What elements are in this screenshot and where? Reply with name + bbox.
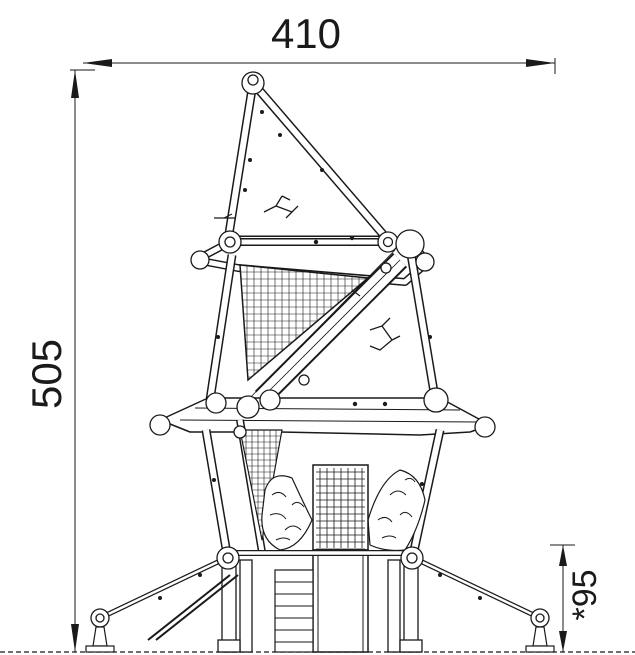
middle-frame-legs xyxy=(205,247,440,409)
bolts xyxy=(158,110,482,600)
height-dimension: 505 xyxy=(23,69,95,652)
height-label: 505 xyxy=(23,339,70,409)
support-posts xyxy=(217,559,423,653)
platform-height-dimension: *95 xyxy=(550,544,604,652)
ladder-tower xyxy=(274,464,369,653)
connector-balls xyxy=(149,71,496,570)
width-dimension: 410 xyxy=(83,10,556,74)
climbing-grip-icon xyxy=(263,195,299,219)
guy-ropes xyxy=(98,557,542,641)
rock-panel-left xyxy=(261,475,313,551)
top-triangle-frame xyxy=(214,78,393,245)
platform-height-label: *95 xyxy=(566,569,604,620)
width-label: 410 xyxy=(271,10,341,57)
ground-anchor-right xyxy=(525,608,555,653)
ground-anchor-left xyxy=(85,608,115,653)
climbing-grip-icon-2 xyxy=(369,317,401,351)
climbing-tower xyxy=(85,71,555,653)
